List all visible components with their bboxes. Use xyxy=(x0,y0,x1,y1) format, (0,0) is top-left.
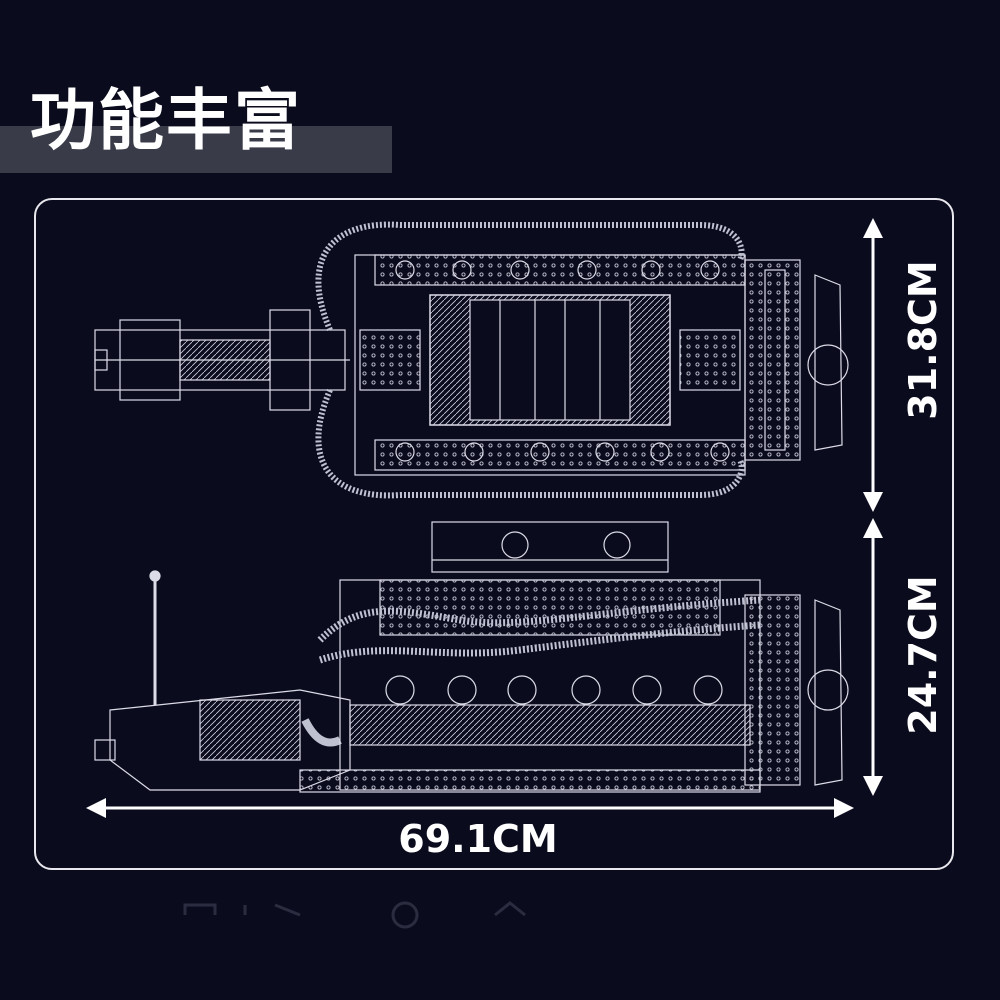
page-title: 功能丰富 xyxy=(30,82,302,159)
diagram-frame xyxy=(34,198,954,870)
engine-side-view xyxy=(94,521,849,793)
reflection xyxy=(183,901,526,929)
height-side-arrow xyxy=(863,518,883,796)
engine-top-view xyxy=(94,221,849,499)
side-view-height-label: 24.7CM xyxy=(901,575,945,735)
length-arrow xyxy=(86,798,854,818)
title-band xyxy=(0,126,392,173)
top-view-height-label: 31.8CM xyxy=(901,260,945,420)
length-label: 69.1CM xyxy=(398,817,558,861)
height-top-arrow xyxy=(863,218,883,512)
